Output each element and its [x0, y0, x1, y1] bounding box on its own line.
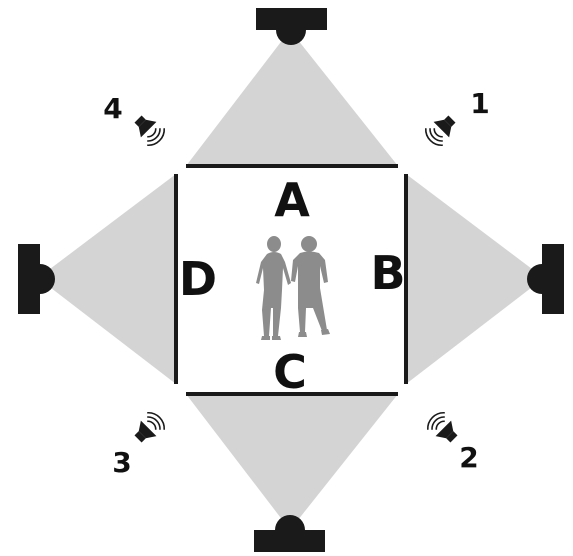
speaker-label-2: 2: [459, 441, 478, 474]
camera-beam-left: [38, 174, 176, 384]
speaker-label-1: 1: [470, 87, 489, 120]
camera-icon: [527, 244, 564, 314]
person-silhouette: [291, 236, 330, 337]
speaker-icon: [422, 111, 460, 149]
camera-icon: [18, 244, 55, 314]
wall-label-d: D: [179, 252, 217, 306]
wall-label-c: C: [273, 345, 307, 399]
speaker-icon: [424, 409, 462, 447]
person-silhouette: [256, 236, 291, 340]
camera-icon: [254, 515, 325, 552]
speaker-label-3: 3: [112, 446, 131, 479]
camera-beam-top: [186, 30, 398, 166]
wall-label-a: A: [274, 173, 310, 227]
wall-label-b: B: [370, 246, 405, 300]
speaker-label-4: 4: [103, 92, 122, 125]
camera-beam-right: [406, 174, 544, 384]
camera-beam-bottom: [186, 394, 398, 530]
people-silhouette-icon: [256, 236, 330, 340]
camera-icon: [256, 8, 327, 45]
speaker-icon: [130, 409, 168, 447]
speaker-icon: [130, 111, 168, 149]
